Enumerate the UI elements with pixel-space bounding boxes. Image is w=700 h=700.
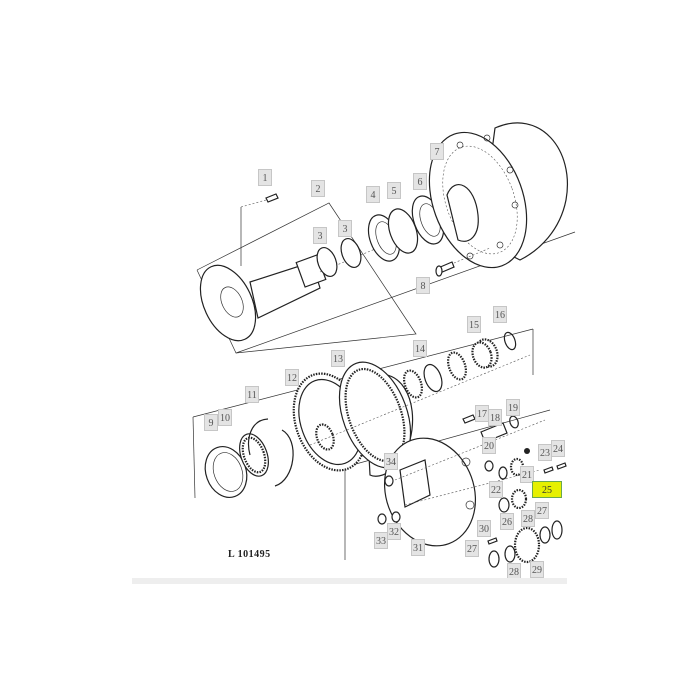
part-label-11[interactable]: 11: [245, 386, 259, 403]
part-20-plug: [484, 460, 494, 472]
part-label-13[interactable]: 13: [331, 350, 345, 367]
part-label-9[interactable]: 9: [204, 414, 218, 431]
part-label-24[interactable]: 24: [551, 440, 565, 457]
part-1-stud: [240, 193, 279, 266]
part-22-washer: [498, 466, 508, 480]
part-label-31[interactable]: 31: [411, 539, 425, 556]
part-27-washer-a: [551, 520, 563, 540]
part-label-4[interactable]: 4: [366, 186, 380, 203]
part-33-washer: [377, 513, 387, 525]
part-label-5[interactable]: 5: [387, 182, 401, 199]
part-label-23[interactable]: 23: [538, 444, 552, 461]
part-8-bolt: [435, 247, 491, 277]
part-label-34[interactable]: 34: [384, 453, 398, 470]
part-label-15[interactable]: 15: [467, 316, 481, 333]
part-25-planet-gear: [510, 488, 528, 510]
part-13-ring-gear: [338, 361, 414, 477]
part-10-bearing-cone: [239, 433, 269, 477]
part-label-19[interactable]: 19: [506, 399, 520, 416]
part-label-6[interactable]: 6: [413, 173, 427, 190]
part-34-nut: [384, 475, 394, 487]
part-19-ring: [509, 415, 519, 429]
part-label-20[interactable]: 20: [482, 437, 496, 454]
part-label-21[interactable]: 21: [520, 466, 534, 483]
part-11-snap-ring: [247, 418, 269, 456]
part-27-washer-b: [488, 550, 500, 568]
part-14-washer-a: [402, 369, 424, 399]
part-7-axle-housing: [428, 122, 568, 269]
part-label-3a[interactable]: 3: [313, 227, 327, 244]
part-label-22[interactable]: 22: [489, 481, 503, 498]
part-14-washer-b: [423, 363, 443, 393]
part-32-nut: [391, 511, 401, 523]
part-30-pin: [487, 537, 498, 545]
part-label-28b[interactable]: 28: [507, 563, 521, 580]
part-label-27a[interactable]: 27: [535, 502, 549, 519]
drawing-reference-code: L 101495: [228, 549, 271, 560]
part-label-28a[interactable]: 28: [521, 510, 535, 527]
part-15-sun-gear: [471, 338, 499, 369]
part-29-planet-gear: [513, 526, 541, 564]
part-label-26[interactable]: 26: [500, 513, 514, 530]
part-label-29[interactable]: 29: [530, 561, 544, 578]
part-14-washer-c: [446, 351, 468, 381]
part-28-washer-a: [539, 526, 551, 544]
part-26-washer: [498, 497, 510, 513]
part-label-18[interactable]: 18: [488, 409, 502, 426]
part-label-1[interactable]: 1: [258, 169, 272, 186]
part-23-pin: [543, 466, 554, 474]
part-16-snap-ring: [503, 331, 517, 351]
part-28-washer-b: [504, 545, 516, 563]
part-label-30[interactable]: 30: [477, 520, 491, 537]
part-label-17[interactable]: 17: [475, 405, 489, 422]
part-label-2[interactable]: 2: [311, 180, 325, 197]
part-label-27b[interactable]: 27: [465, 540, 479, 557]
part-label-32[interactable]: 32: [387, 523, 401, 540]
part-label-16[interactable]: 16: [493, 306, 507, 323]
footer-bar: [132, 578, 567, 584]
part-3-shim-b: [340, 237, 362, 269]
part-label-25[interactable]: 25: [532, 481, 562, 498]
part-label-8[interactable]: 8: [416, 277, 430, 294]
part-3-shim-a: [316, 246, 338, 278]
part-label-10[interactable]: 10: [218, 409, 232, 426]
part-label-7[interactable]: 7: [430, 143, 444, 160]
part-label-12[interactable]: 12: [285, 369, 299, 386]
part-2-axle-shaft: [199, 221, 441, 342]
part-31-planet-carrier: [383, 419, 546, 547]
part-17-pin: [462, 414, 476, 424]
part-label-3b[interactable]: 3: [338, 220, 352, 237]
part-24-pin: [556, 462, 567, 470]
part-11-snap-ring-b: [274, 429, 294, 487]
part-label-33[interactable]: 33: [374, 532, 388, 549]
part-label-14[interactable]: 14: [413, 340, 427, 357]
